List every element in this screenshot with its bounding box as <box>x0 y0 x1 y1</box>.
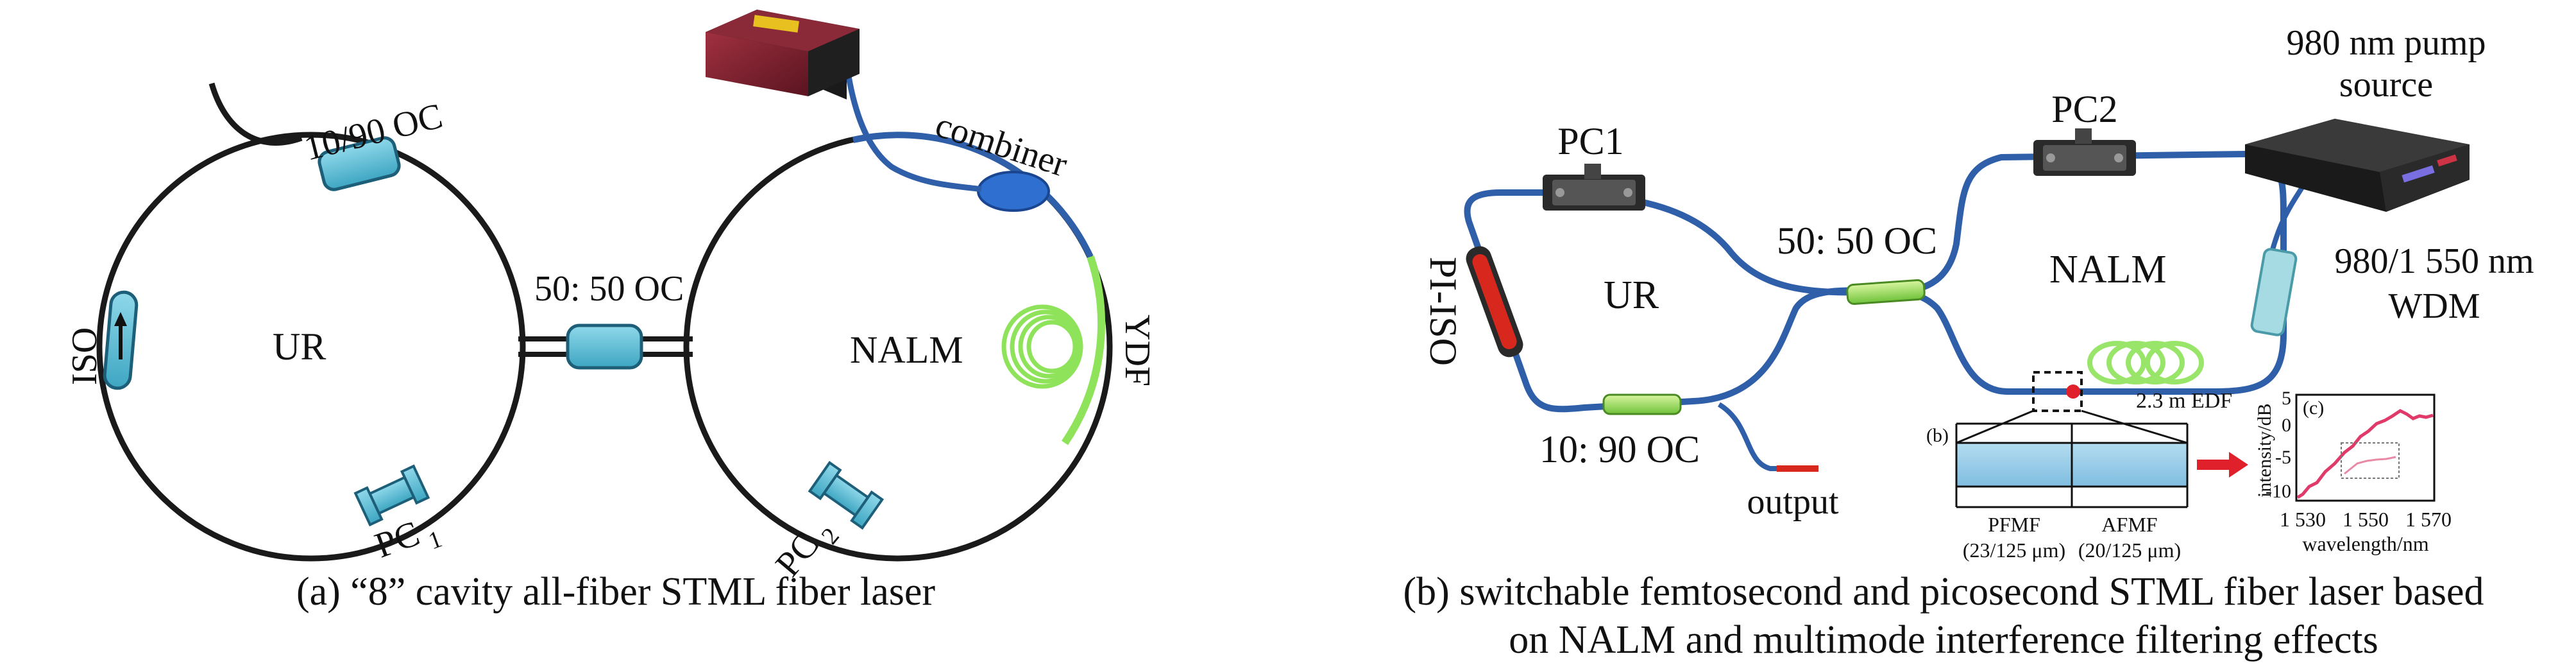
oc-5050-component <box>566 324 643 370</box>
pi-iso-device <box>1466 246 1523 358</box>
inset-b-afmf-dim: (20/125 μm) <box>2078 539 2181 562</box>
pc2-device <box>2033 128 2136 176</box>
pfmf-section <box>1955 442 2073 488</box>
combiner-component <box>977 171 1050 212</box>
output-fiber <box>1717 402 1815 471</box>
inset-c-ytick-2: -5 <box>2275 447 2291 468</box>
inset-c-subplot <box>2341 442 2400 479</box>
label-oc-5050-b: 50: 50 OC <box>1777 220 1937 262</box>
caption-panel-a: (a) “8” cavity all-fiber STML fiber lase… <box>296 570 936 614</box>
inset-c-xtick-1: 1 550 <box>2343 508 2389 531</box>
label-pc1-b: PC1 <box>1557 120 1623 162</box>
panel-b-diagram <box>1464 119 2470 508</box>
label-wdm-line1: 980/1 550 nm <box>2334 241 2534 281</box>
edf-coil <box>2087 341 2204 384</box>
oc-1090-device <box>1602 393 1682 415</box>
inset-c-xtick-2: 1 570 <box>2405 508 2452 531</box>
label-ydf: YDF <box>1117 315 1157 386</box>
inset-c-ylabel: intensity/dB <box>2254 403 2275 497</box>
label-output: output <box>1747 482 1839 522</box>
label-ur-a: UR <box>273 325 326 368</box>
pc2-component <box>808 461 885 530</box>
inset-b-afmf: AFMF <box>2101 513 2157 536</box>
oc-1090-component <box>318 136 401 191</box>
inset-c-xlabel: wavelength/nm <box>2302 532 2428 555</box>
label-edf: 2.3 m EDF <box>2136 389 2232 413</box>
caption-panel-b-line1: (b) switchable femtosecond and picosecon… <box>1403 570 2484 614</box>
label-iso: ISO <box>65 327 105 385</box>
afmf-section <box>2071 442 2189 488</box>
pump-fiber <box>843 64 982 193</box>
label-pump-line2: source <box>2339 65 2433 105</box>
oc-5050-device <box>1846 279 1926 305</box>
mmi-point <box>2066 384 2080 399</box>
label-pump-line1: 980 nm pump <box>2286 23 2486 63</box>
inset-c-ytick-3: -10 <box>2266 481 2291 502</box>
zoom-line-left <box>1956 410 2034 444</box>
iso-component <box>103 290 139 390</box>
inset-c-tag: (c) <box>2303 397 2324 419</box>
inset-c-ytick-0: 5 <box>2282 388 2291 409</box>
ydf-coil <box>1001 304 1083 389</box>
panel-a-diagram <box>96 10 1113 562</box>
label-nalm-b: NALM <box>2049 248 2167 291</box>
inset-arrow <box>2197 452 2248 478</box>
inset-b <box>1955 422 2189 508</box>
pc1-component <box>353 464 430 527</box>
label-wdm-line2: WDM <box>2388 286 2480 326</box>
label-ur-b: UR <box>1604 273 1659 317</box>
label-oc-1090-b: 10: 90 OC <box>1539 428 1700 471</box>
zoom-box <box>2032 371 2083 412</box>
pc1-subscript: 1 <box>425 526 445 555</box>
inset-b-tag: (b) <box>1926 425 1949 446</box>
wdm-device <box>2250 248 2298 336</box>
label-oc-5050-a: 50: 50 OC <box>534 269 684 309</box>
inset-c-frame <box>2295 393 2436 502</box>
inset-b-pfmf: PFMF <box>1988 513 2040 536</box>
caption-panel-b-line2: on NALM and multimode interference filte… <box>1509 618 2378 662</box>
inset-c-plot <box>2295 393 2436 502</box>
nalm-blue-segment <box>852 132 1094 259</box>
label-nalm-a: NALM <box>850 329 963 371</box>
spectrum-curve-main <box>2296 409 2434 499</box>
ur-ring <box>96 132 526 562</box>
inset-c-ytick-1: 0 <box>2282 415 2291 436</box>
pump-laser-a <box>706 10 860 99</box>
ur-input-fiber <box>208 82 303 146</box>
ur-loop-fiber <box>1464 189 1893 413</box>
label-pc2-b: PC2 <box>2051 88 2117 130</box>
pc1-device <box>1543 164 1645 211</box>
ydf-fiber-segment <box>1062 255 1105 445</box>
inset-b-pfmf-dim: (23/125 μm) <box>1963 539 2065 562</box>
spectrum-curve-inset <box>2344 456 2396 475</box>
label-pi-iso: PI-ISO <box>1422 257 1464 366</box>
pump-source-b <box>2245 119 2470 212</box>
zoom-line-right <box>2081 410 2188 444</box>
inset-c-xtick-0: 1 530 <box>2280 508 2326 531</box>
